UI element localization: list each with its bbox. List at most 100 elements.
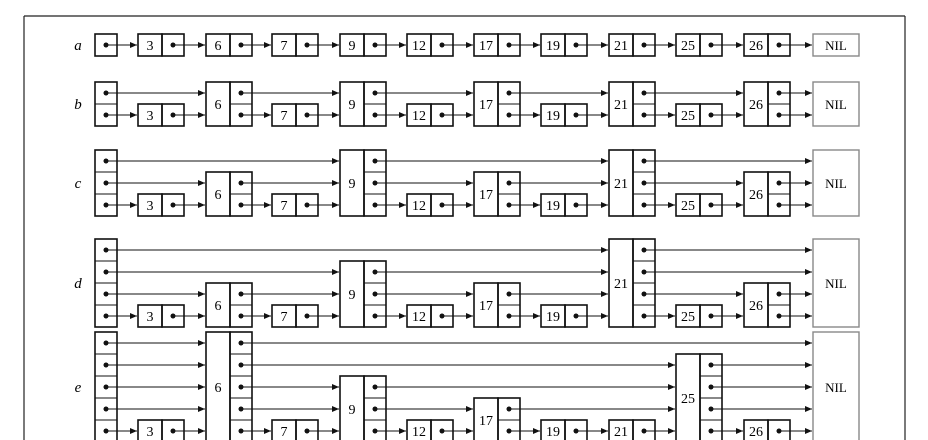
node-key: 3 <box>147 199 154 214</box>
pointer-column <box>699 103 723 127</box>
node-key: 12 <box>412 310 426 325</box>
pointer-column <box>564 193 588 217</box>
pointer-dot <box>103 362 109 368</box>
pointer-dot <box>506 90 512 96</box>
pointer-column <box>632 419 656 440</box>
list-node: 21 <box>608 419 656 440</box>
node-key: 19 <box>546 425 560 440</box>
list-node: 7 <box>271 304 319 328</box>
node-key: 21 <box>614 177 628 192</box>
key-cell <box>339 149 365 217</box>
node-key: 7 <box>281 109 288 124</box>
pointer-column <box>767 33 791 57</box>
pointer-dot <box>238 362 244 368</box>
pointer-column <box>430 304 454 328</box>
list-node: 17 <box>473 171 521 217</box>
pointer-dot <box>372 313 378 319</box>
pointer-column <box>497 33 521 57</box>
pointer-dot <box>238 406 244 412</box>
pointer-column <box>94 149 118 217</box>
pointer-column <box>295 33 319 57</box>
row-label: a <box>74 38 82 54</box>
node-key: 3 <box>147 310 154 325</box>
pointer-dot <box>439 313 445 319</box>
node-key: 6 <box>215 299 222 314</box>
list-node: 9 <box>339 375 387 440</box>
list-node: 6 <box>205 81 253 127</box>
list-node: 9 <box>339 33 387 57</box>
node-key: 6 <box>215 381 222 396</box>
pointer-dots <box>103 42 782 48</box>
pointer-dot <box>372 158 378 164</box>
pointer-dot <box>708 406 714 412</box>
pointer-dot <box>641 247 647 253</box>
nil-label: NIL <box>825 97 847 112</box>
nil-label: NIL <box>825 38 847 53</box>
pointer-dot <box>372 269 378 275</box>
pointer-dot <box>103 42 109 48</box>
pointer-dot <box>776 90 782 96</box>
pointer-column <box>295 419 319 440</box>
pointer-dot <box>103 384 109 390</box>
pointer-dot <box>372 202 378 208</box>
pointer-dot <box>103 428 109 434</box>
pointer-dot <box>103 180 109 186</box>
node-key: 6 <box>215 98 222 113</box>
pointer-column <box>767 419 791 440</box>
pointer-dots <box>103 158 782 208</box>
list-node: 25 <box>675 103 723 127</box>
pointer-dot <box>372 428 378 434</box>
pointer-dot <box>304 42 310 48</box>
row-label: e <box>75 380 82 396</box>
node-key: 21 <box>614 425 628 440</box>
list-node: 21 <box>608 33 656 57</box>
list-node: 7 <box>271 33 319 57</box>
nil-box <box>812 81 860 127</box>
node-key: 25 <box>681 310 695 325</box>
list-node: 26 <box>743 81 791 127</box>
pointer-dot <box>641 90 647 96</box>
node-key: 25 <box>681 392 695 407</box>
pointer-dot <box>170 42 176 48</box>
pointer-dot <box>238 90 244 96</box>
pointer-dot <box>372 42 378 48</box>
nil-label: NIL <box>825 380 847 395</box>
nil-node: NIL <box>812 149 860 217</box>
list-node: 19 <box>540 193 588 217</box>
node-key: 12 <box>412 425 426 440</box>
pointer-dot <box>573 42 579 48</box>
pointer-column <box>632 33 656 57</box>
list-node: 6 <box>205 331 253 440</box>
pointer-dot <box>238 428 244 434</box>
pointer-dot <box>103 340 109 346</box>
list-node: 21 <box>608 81 656 127</box>
pointer-dot <box>708 362 714 368</box>
pointer-dot <box>641 313 647 319</box>
pointer-dot <box>103 202 109 208</box>
list-node: 19 <box>540 103 588 127</box>
list-node: 3 <box>137 33 185 57</box>
list-node: 9 <box>339 260 387 328</box>
pointer-dot <box>103 291 109 297</box>
node-key: 21 <box>614 277 628 292</box>
list-node: 26 <box>743 171 791 217</box>
list-node: 25 <box>675 353 723 440</box>
node-key: 25 <box>681 39 695 54</box>
pointer-column <box>295 103 319 127</box>
pointer-dot <box>304 112 310 118</box>
node-key: 9 <box>349 288 356 303</box>
node-key: 9 <box>349 403 356 418</box>
pointer-dot <box>238 291 244 297</box>
pointer-dot <box>439 202 445 208</box>
key-cell <box>339 260 365 328</box>
pointer-column <box>564 304 588 328</box>
node-key: 3 <box>147 39 154 54</box>
pointer-dot <box>641 269 647 275</box>
pointer-dot <box>238 340 244 346</box>
